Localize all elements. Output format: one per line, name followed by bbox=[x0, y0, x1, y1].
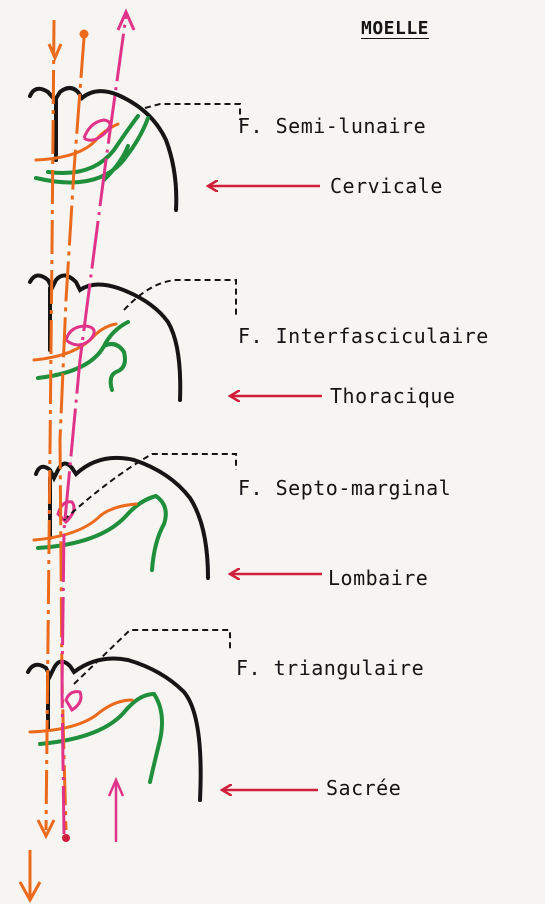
orange-origin-dot bbox=[80, 30, 89, 39]
sacral-fasciculus-green bbox=[40, 694, 162, 782]
lumbar-fasciculus-green bbox=[38, 496, 166, 570]
thoracic-pink-loop bbox=[66, 326, 94, 345]
label-semi-lunaire: F. Semi-lunaire bbox=[238, 114, 426, 138]
red-end-dot bbox=[62, 834, 70, 842]
label-septo-marginal: F. Septo-marginal bbox=[238, 476, 451, 500]
pink-up-arrow bbox=[109, 780, 123, 842]
label-cervicale: Cervicale bbox=[330, 174, 443, 198]
sacral-orange-branch bbox=[30, 700, 132, 732]
label-triangulaire: F. triangulaire bbox=[236, 656, 424, 680]
page-title: MOELLE bbox=[361, 18, 429, 39]
sacral-pink-loop bbox=[66, 692, 81, 710]
label-lombaire: Lombaire bbox=[328, 566, 428, 590]
sacral-leader-line bbox=[74, 630, 230, 684]
label-thoracique: Thoracique bbox=[330, 384, 455, 408]
cervical-leader-line bbox=[145, 104, 240, 120]
lumbar-section bbox=[34, 454, 322, 578]
label-interfasciculaire: F. Interfasciculaire bbox=[238, 324, 489, 348]
top-ascending-arrowhead bbox=[118, 12, 134, 30]
cervical-pink-loop bbox=[84, 120, 110, 140]
label-sacree: Sacrée bbox=[326, 776, 401, 800]
orange-down-arrow bbox=[20, 850, 40, 900]
cervical-section bbox=[30, 88, 320, 210]
